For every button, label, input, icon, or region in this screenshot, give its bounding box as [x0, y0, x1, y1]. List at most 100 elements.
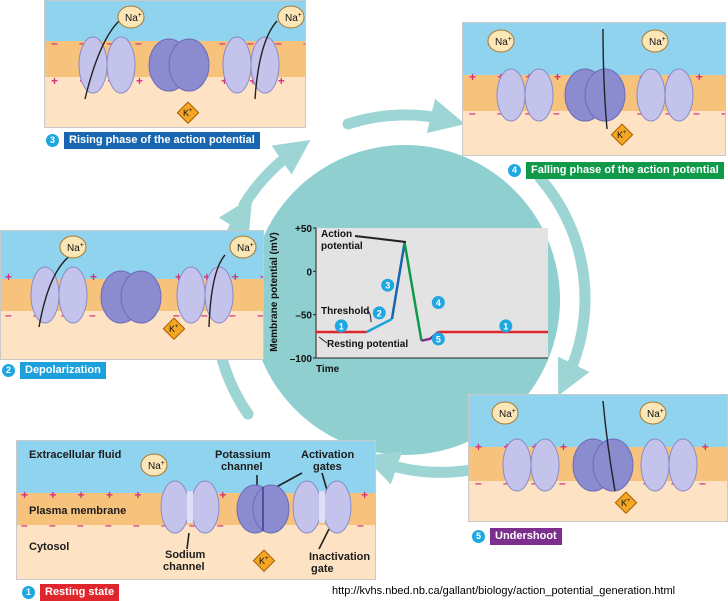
rising-phase-panel: – – – – – – – – – – – – – – – – – – – – …	[44, 0, 306, 128]
step-4-number: 4	[508, 164, 521, 177]
phase-marker-5: 5	[431, 332, 445, 346]
undershoot-panel: + + + + + + + + + + + + + + + + + + + + …	[468, 394, 728, 522]
potassium-channel-label-2: channel	[221, 461, 263, 473]
svg-text:K+: K+	[183, 108, 193, 118]
sodium-channel-icon-2	[640, 438, 698, 492]
sodium-channel-icon	[502, 438, 560, 492]
step-4-label: Falling phase of the action potential	[526, 162, 724, 179]
step-1-number: 1	[22, 586, 35, 599]
action-potential-label-1: Action	[321, 229, 352, 240]
y-axis-label: Membrane potential (mV)	[269, 232, 280, 351]
svg-text:Na+: Na+	[647, 408, 664, 420]
svg-text:1: 1	[339, 321, 344, 331]
step-5-number: 5	[472, 530, 485, 543]
sodium-channel-label-1: Sodium	[165, 549, 206, 561]
svg-text:2: 2	[377, 308, 382, 318]
phase-marker-2: 2	[372, 306, 386, 320]
sodium-channel-icon	[496, 68, 554, 122]
cycle-arrow-5	[363, 451, 476, 485]
k-ion-icon: K+	[614, 491, 638, 515]
potassium-channel-icon	[236, 484, 290, 534]
sodium-channel-icon-2	[222, 36, 280, 94]
potassium-channel-label-1: Potassium	[215, 449, 271, 461]
step-3-number: 3	[46, 134, 59, 147]
svg-text:Na+: Na+	[125, 12, 142, 24]
resting-state-caption: 1 Resting state	[22, 584, 120, 601]
svg-text:1: 1	[503, 321, 508, 331]
na-ion-icon: Na+	[487, 29, 515, 53]
falling-phase-panel: + + + + + + + + + + + + + + + + + + + + …	[462, 22, 726, 156]
sodium-channel-icon-2	[176, 266, 234, 324]
threshold-label: Threshold	[321, 306, 369, 317]
svg-text:Na+: Na+	[285, 12, 302, 24]
falling-phase-caption: 4 Falling phase of the action potential	[508, 162, 724, 179]
phase-4-segment	[403, 242, 423, 341]
svg-text:Na+: Na+	[237, 242, 254, 254]
activation-gates-label-2: gates	[313, 461, 342, 473]
y-tick-label: 0	[306, 267, 312, 278]
sodium-channel-label-2: channel	[163, 561, 205, 573]
rising-phase-caption: 3 Rising phase of the action potential	[46, 132, 260, 149]
k-ion-icon: K+	[162, 317, 186, 341]
step-2-number: 2	[2, 364, 15, 377]
phase-marker-1: 1	[499, 319, 513, 333]
y-tick-label: +50	[295, 224, 312, 235]
inactivation-gate-label-1: Inactivation	[309, 551, 371, 563]
undershoot-caption: 5 Undershoot	[472, 528, 562, 545]
potassium-channel-icon	[572, 438, 634, 492]
step-1-label: Resting state	[40, 584, 120, 601]
potassium-channel-icon	[148, 38, 210, 92]
threshold-pointer	[365, 308, 372, 323]
cycle-arrow-4	[534, 172, 591, 396]
step-2-label: Depolarization	[20, 362, 106, 379]
activation-gates-label-1: Activation	[301, 449, 355, 461]
svg-text:K+: K+	[617, 130, 627, 140]
depolarization-caption: 2 Depolarization	[2, 362, 106, 379]
na-ion-icon-2: Na+	[229, 235, 257, 259]
na-ion-icon-2: Na+	[639, 401, 667, 425]
plasma-membrane-label: Plasma membrane	[29, 505, 127, 517]
na-ion-icon: Na+	[59, 235, 87, 259]
na-ion-icon: Na+	[491, 401, 519, 425]
svg-text:Na+: Na+	[499, 408, 516, 420]
svg-text:4: 4	[436, 298, 441, 308]
svg-text:Na+: Na+	[495, 36, 512, 48]
svg-text:K+: K+	[259, 556, 269, 566]
resting-potential-label: Resting potential	[327, 339, 408, 350]
potassium-channel-icon	[100, 270, 162, 324]
step-3-label: Rising phase of the action potential	[64, 132, 260, 149]
resting-potential-pointer	[318, 336, 328, 344]
na-ion-icon: Na+	[140, 453, 168, 477]
sodium-channel-icon	[160, 480, 220, 534]
sodium-channel-icon-2	[636, 68, 694, 122]
svg-text:Na+: Na+	[148, 460, 165, 472]
phase-2-segment	[366, 317, 393, 334]
resting-state-panel: + + + + + + + + + + + + + + + + + + + + …	[16, 440, 376, 580]
y-tick-label: –50	[295, 311, 312, 322]
phase-marker-1: 1	[334, 319, 348, 333]
x-axis-label: Time	[316, 364, 340, 375]
y-tick-label: –100	[290, 354, 313, 365]
phase-3-segment	[390, 242, 406, 320]
svg-text:K+: K+	[169, 324, 179, 334]
potassium-channel-icon	[564, 68, 626, 122]
sodium-channel-icon-2	[292, 480, 352, 534]
na-ion-icon: Na+	[117, 5, 145, 29]
cytosol-label: Cytosol	[29, 541, 70, 553]
step-5-label: Undershoot	[490, 528, 562, 545]
na-ion-icon-2: Na+	[277, 5, 305, 29]
na-ion-icon-2: Na+	[641, 29, 669, 53]
svg-text:Na+: Na+	[67, 242, 84, 254]
sodium-channel-icon	[78, 36, 136, 94]
action-potential-leader	[354, 235, 407, 243]
extracellular-fluid-label: Extracellular fluid	[29, 449, 122, 461]
cycle-arrow-3	[342, 98, 466, 134]
sodium-channel-icon	[30, 266, 88, 324]
svg-text:Na+: Na+	[649, 36, 666, 48]
phase-marker-3: 3	[381, 278, 395, 292]
svg-text:5: 5	[436, 334, 441, 344]
phase-marker-4: 4	[431, 296, 445, 310]
inactivation-gate-label-2: gate	[311, 563, 334, 575]
action-potential-label-2: potential	[321, 241, 363, 252]
